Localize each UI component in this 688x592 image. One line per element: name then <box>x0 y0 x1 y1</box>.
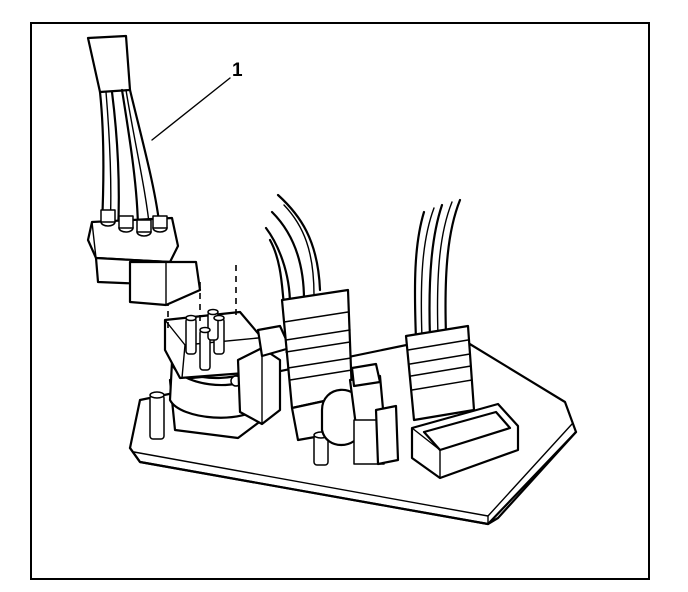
callout-1: 1 <box>151 60 243 141</box>
center-components <box>320 362 400 466</box>
callout-label-1: 1 <box>232 60 243 81</box>
right-connector-harness <box>404 198 520 480</box>
left-connector-harness <box>86 34 202 307</box>
left-socket-housing <box>149 308 292 440</box>
